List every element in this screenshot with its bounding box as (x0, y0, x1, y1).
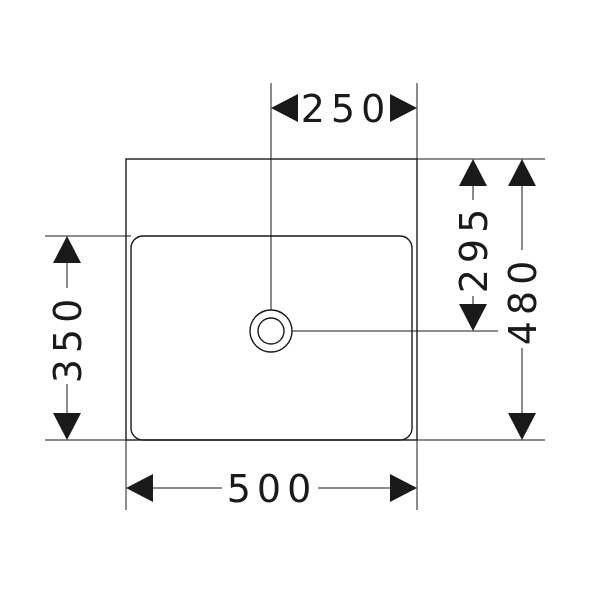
dimension-label-top: 250 (301, 87, 392, 131)
arrow-down (459, 304, 487, 331)
arrow-up (459, 159, 487, 186)
arrow-down (508, 413, 536, 440)
dimension-label-bottom: 500 (227, 467, 318, 511)
arrow-left (271, 94, 298, 122)
arrow-up (53, 236, 81, 263)
dimension-top: 250 (271, 87, 417, 131)
dimension-left: 350 (46, 236, 90, 440)
arrow-up (508, 159, 536, 186)
dimension-label-right-inner: 295 (452, 203, 496, 294)
drain-hole (249, 309, 293, 353)
dimension-right-inner: 295 (452, 159, 496, 331)
dimension-label-right-outer: 480 (501, 255, 545, 346)
extension-lines (45, 83, 545, 510)
arrow-down (53, 413, 81, 440)
dimension-right-outer: 480 (501, 159, 545, 440)
arrow-right (390, 94, 417, 122)
dimension-label-left: 350 (46, 293, 90, 384)
arrow-left (126, 474, 153, 502)
dimension-bottom: 500 (126, 467, 417, 511)
arrow-right (390, 474, 417, 502)
